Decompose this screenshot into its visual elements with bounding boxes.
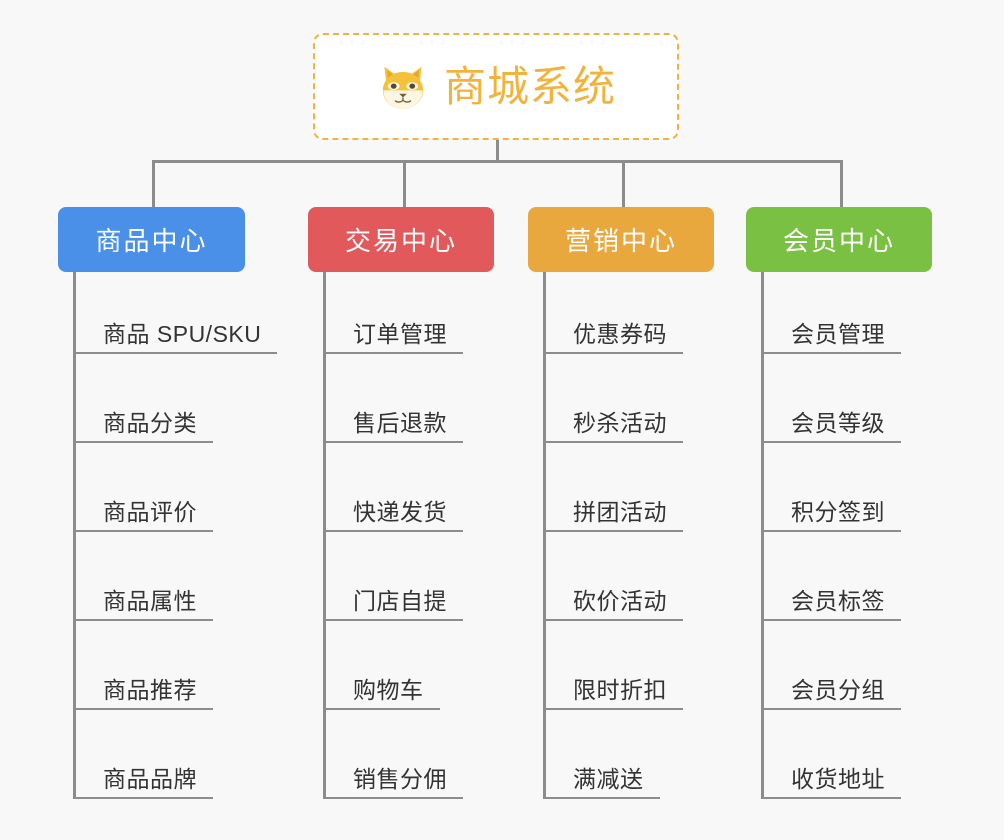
leaf-underline: [323, 708, 440, 710]
leaf-label: 购物车: [353, 677, 424, 703]
leaf-underline: [73, 352, 277, 354]
leaf-underline: [323, 441, 463, 443]
branch-drop-line-member-center: [840, 160, 843, 207]
leaf-underline: [73, 619, 213, 621]
bus-line: [152, 160, 843, 163]
leaf-underline: [323, 352, 463, 354]
leaf-label: 售后退款: [353, 410, 447, 436]
leaf-underline: [73, 708, 213, 710]
leaf-label: 会员分组: [791, 677, 885, 703]
leaf-label: 会员标签: [791, 588, 885, 614]
shiba-dog-face-icon: [376, 60, 430, 114]
leaf-underline: [543, 708, 683, 710]
leaf-underline: [761, 352, 901, 354]
leaf-label: 门店自提: [353, 588, 447, 614]
branch-spine-trade-center: [323, 272, 326, 799]
branch-header-trade-center[interactable]: 交易中心: [308, 207, 494, 272]
leaf-underline: [73, 797, 213, 799]
leaf-label: 砍价活动: [573, 588, 667, 614]
root-title: 商城系统: [443, 62, 616, 110]
branch-header-member-center[interactable]: 会员中心: [746, 207, 932, 272]
branch-header-marketing-center[interactable]: 营销中心: [528, 207, 714, 272]
leaf-underline: [323, 619, 463, 621]
leaf-label: 满减送: [573, 766, 644, 792]
leaf-underline: [323, 530, 463, 532]
leaf-label: 快递发货: [353, 499, 447, 525]
leaf-label: 商品推荐: [103, 677, 197, 703]
leaf-underline: [73, 441, 213, 443]
leaf-underline: [323, 797, 463, 799]
leaf-underline: [543, 797, 660, 799]
leaf-label: 销售分佣: [353, 766, 447, 792]
branch-drop-line-marketing-center: [622, 160, 625, 207]
leaf-label: 收货地址: [791, 766, 885, 792]
leaf-underline: [761, 797, 901, 799]
leaf-label: 商品属性: [103, 588, 197, 614]
leaf-label: 会员等级: [791, 410, 885, 436]
branch-spine-member-center: [761, 272, 764, 799]
leaf-label: 优惠券码: [573, 321, 667, 347]
leaf-underline: [543, 441, 683, 443]
leaf-label: 订单管理: [353, 321, 447, 347]
leaf-label: 会员管理: [791, 321, 885, 347]
leaf-underline: [761, 530, 901, 532]
leaf-underline: [761, 619, 901, 621]
leaf-underline: [761, 708, 901, 710]
leaf-label: 秒杀活动: [573, 410, 667, 436]
trunk-line: [496, 140, 499, 163]
root-node[interactable]: 商城系统: [313, 33, 679, 140]
branch-spine-marketing-center: [543, 272, 546, 799]
leaf-underline: [543, 352, 683, 354]
branch-spine-product-center: [73, 272, 76, 799]
leaf-label: 积分签到: [791, 499, 885, 525]
leaf-label: 限时折扣: [573, 677, 667, 703]
leaf-label: 商品品牌: [103, 766, 197, 792]
leaf-label: 拼团活动: [573, 499, 667, 525]
leaf-underline: [543, 530, 683, 532]
leaf-label: 商品 SPU/SKU: [103, 321, 262, 347]
branch-header-product-center[interactable]: 商品中心: [58, 207, 245, 272]
branch-drop-line-product-center: [152, 160, 155, 207]
leaf-underline: [73, 530, 213, 532]
leaf-label: 商品分类: [103, 410, 197, 436]
leaf-label: 商品评价: [103, 499, 197, 525]
branch-drop-line-trade-center: [403, 160, 406, 207]
leaf-underline: [761, 441, 901, 443]
leaf-underline: [543, 619, 683, 621]
